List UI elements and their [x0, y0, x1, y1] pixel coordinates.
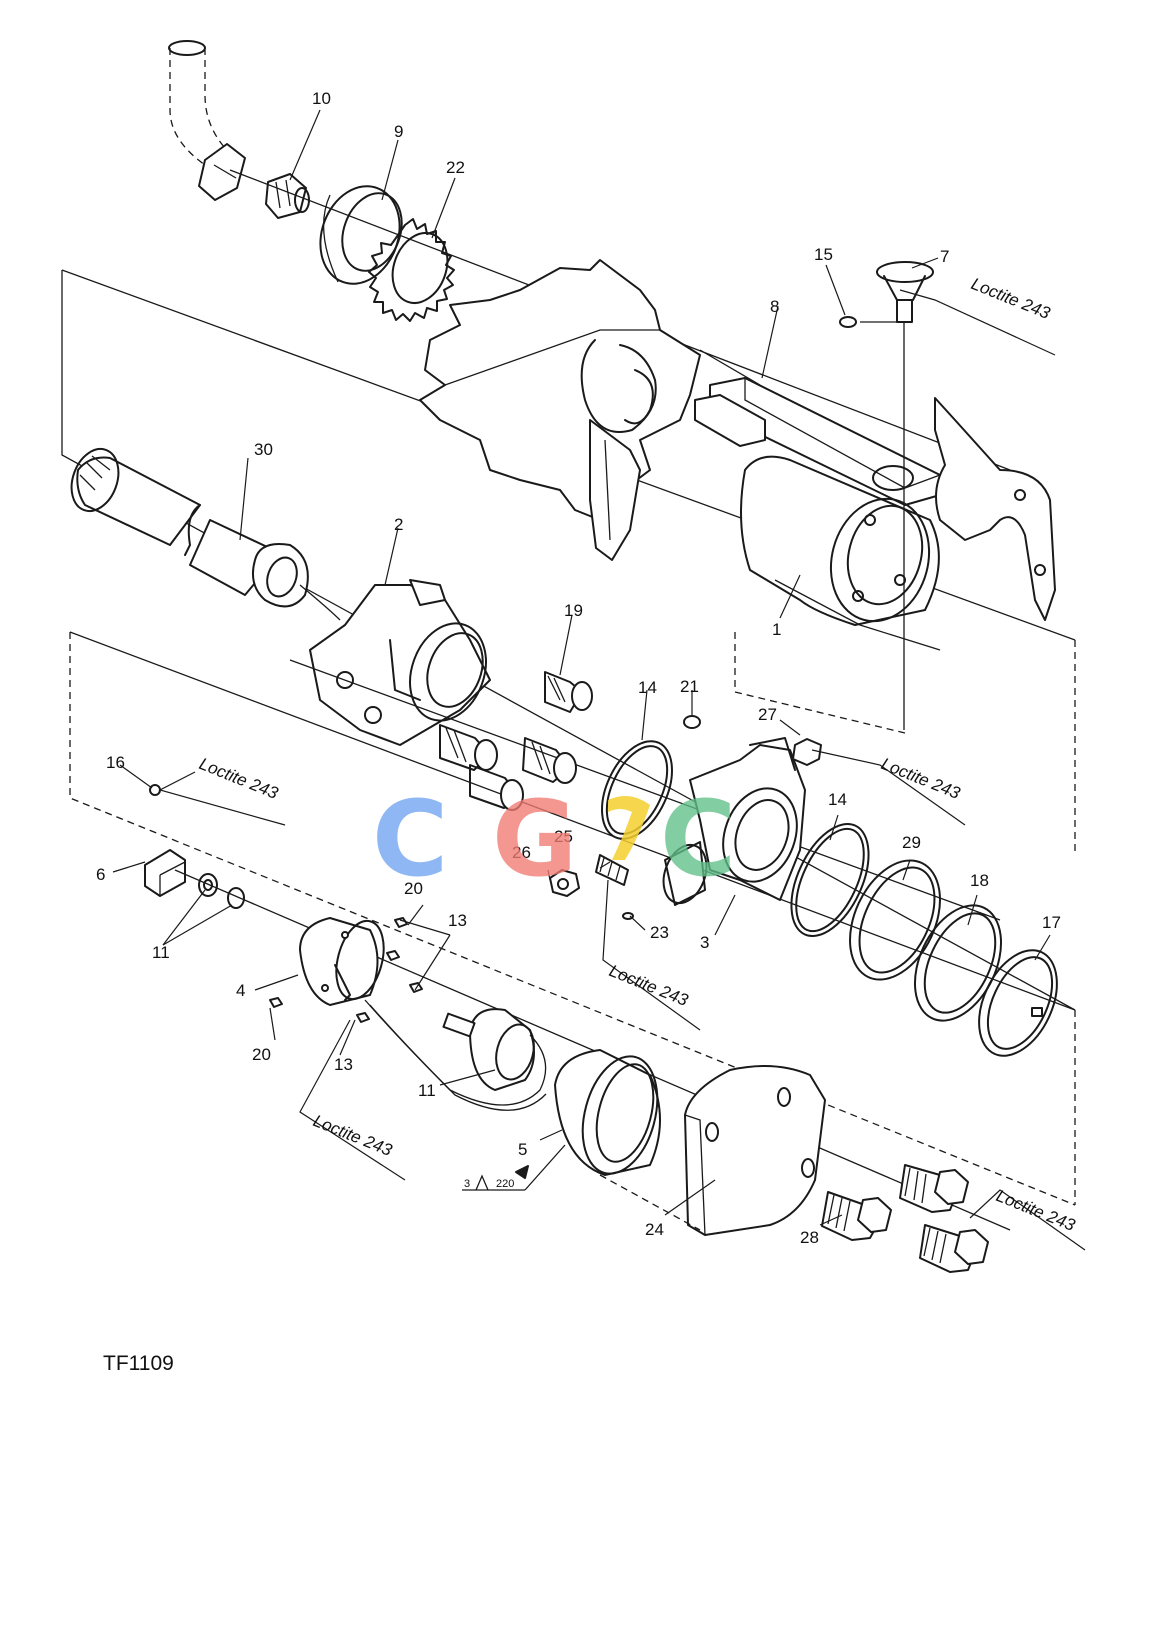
figure-id: TF1109 [103, 1352, 174, 1375]
callout-25: 25 [554, 827, 573, 846]
cgc-watermark-logo: C G C [372, 778, 736, 900]
callout-1: 1 [772, 620, 781, 639]
callout-21: 21 [680, 677, 699, 696]
callout-6: 6 [96, 865, 105, 884]
washer-18 [913, 904, 1003, 1022]
watermark-accent-mark [608, 796, 650, 860]
callout-14: 14 [638, 678, 657, 697]
callout-30: 30 [254, 440, 273, 459]
callout-20: 20 [404, 879, 423, 898]
o-ring-14a [601, 740, 673, 840]
loctite-note-pin: Loctite 243 [969, 274, 1054, 323]
watermark-letter-c2: C [660, 778, 736, 900]
sensor-11 [364, 999, 547, 1111]
housing-2 [309, 579, 491, 746]
side-plate-right [934, 397, 1056, 621]
callout-16: 16 [106, 753, 125, 772]
loctite-note-clamp: Loctite 243 [197, 754, 282, 803]
bolt-28-middle [821, 1191, 892, 1241]
bolt-28-lower [919, 1224, 989, 1273]
loctite-note-screw-27: Loctite 243 [879, 754, 964, 803]
sensor-ring [252, 543, 341, 621]
callout-17: 17 [1042, 913, 1061, 932]
callout-26: 26 [512, 843, 531, 862]
callout-2: 2 [394, 515, 403, 534]
callout-13: 13 [448, 911, 467, 930]
screw-27 [792, 738, 822, 766]
bracket-3 [689, 737, 806, 901]
loctite-note-screw-25: Loctite 243 [607, 961, 692, 1010]
callout-11: 11 [152, 943, 170, 962]
bolt-28-upper [899, 1164, 969, 1213]
screws-19 [439, 671, 593, 811]
lower-axis [174, 869, 1011, 1231]
watermark-letter-c1: C [372, 778, 448, 900]
callout-4: 4 [236, 981, 245, 1000]
leader-lines [112, 109, 1086, 1251]
callout-3: 3 [700, 933, 709, 952]
weld-size: 3 [464, 1178, 470, 1190]
callout-19: 19 [564, 601, 583, 620]
o-ring-15 [839, 316, 900, 328]
bushing-23 [622, 841, 708, 920]
hose-assembly [168, 40, 246, 201]
main-axis [289, 659, 1001, 921]
callout-labels: 10 9 22 15 7 8 30 2 1 19 14 21 27 16 6 1… [96, 89, 1061, 1247]
washer-21 [683, 715, 701, 729]
loctite-note-hub: Loctite 243 [311, 1111, 396, 1160]
callout-24: 24 [645, 1220, 664, 1239]
callout-20b: 20 [252, 1045, 271, 1064]
nut-9 [319, 185, 403, 285]
callout-28: 28 [800, 1228, 819, 1247]
callout-22: 22 [446, 158, 465, 177]
callout-29: 29 [902, 833, 921, 852]
callout-27: 27 [758, 705, 777, 724]
callout-9: 9 [394, 122, 403, 141]
callout-8: 8 [770, 297, 779, 316]
lock-washer-22 [368, 218, 455, 322]
callout-15: 15 [814, 245, 833, 264]
callout-11b: 11 [418, 1081, 436, 1100]
clamp-6 [144, 784, 186, 897]
washer-29 [849, 859, 941, 981]
housing-1 [740, 455, 941, 651]
callout-13b: 13 [334, 1055, 353, 1074]
frame-section [419, 259, 761, 561]
callout-23: 23 [650, 923, 669, 942]
o-ring-14b [790, 822, 870, 938]
callout-14b: 14 [828, 790, 847, 809]
plate-24 [684, 1065, 826, 1236]
callout-5: 5 [518, 1140, 527, 1159]
snap-ring-17 [978, 949, 1058, 1057]
fitting-10 [265, 173, 310, 219]
weld-symbol: 3 220 [462, 1144, 566, 1191]
callout-10: 10 [312, 89, 331, 108]
callout-18: 18 [970, 871, 989, 890]
washers-11 [198, 873, 245, 909]
callout-7: 7 [940, 247, 949, 266]
watermark-letter-g: G [492, 778, 577, 900]
weld-length: 220 [496, 1178, 514, 1190]
cup-5 [554, 1049, 661, 1176]
screw-25-nut-26 [549, 854, 629, 897]
pin-7 [876, 261, 934, 730]
